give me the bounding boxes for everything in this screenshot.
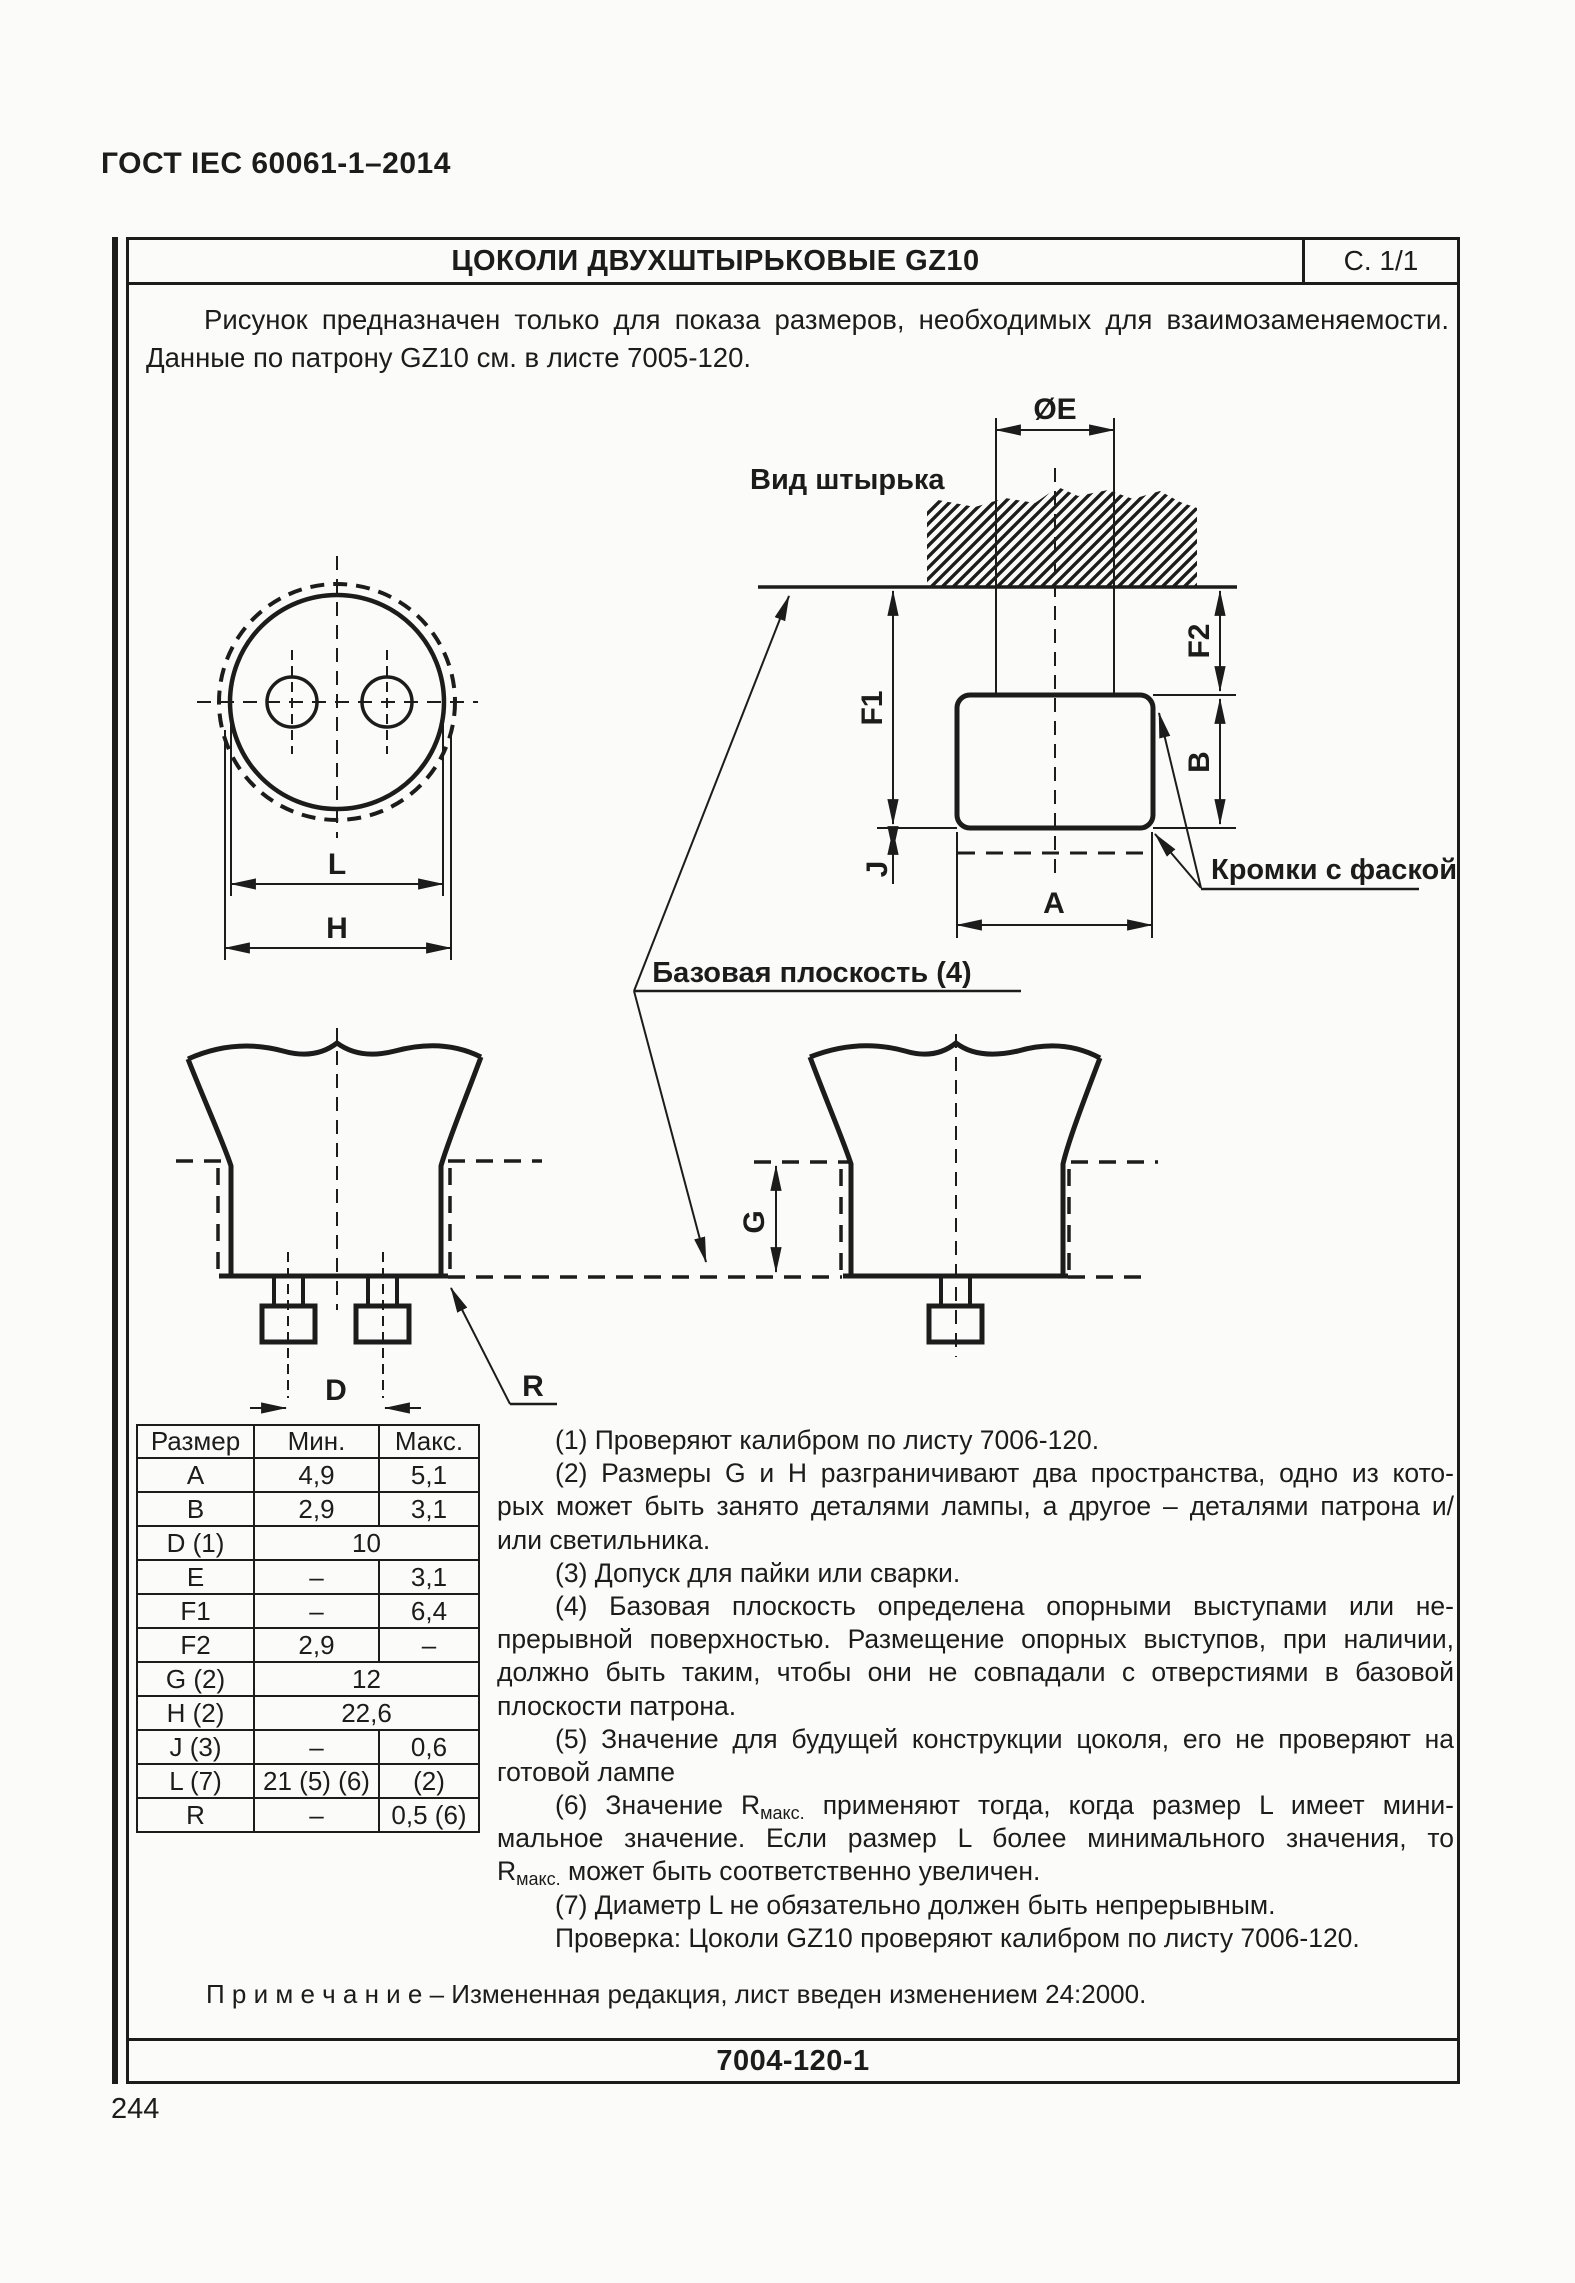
sheet-footer: 7004-120-1: [129, 2038, 1457, 2081]
note-line: мальное значение. Если размер L более ми…: [497, 1823, 1454, 1854]
table-row: F1–6,4: [136, 1593, 480, 1629]
note-line: плоскости патрона.: [497, 1690, 737, 1721]
note-line: или светильника.: [497, 1524, 711, 1555]
sheet-number: 7004-120-1: [716, 2044, 870, 2077]
subscript-maks: макс.: [516, 1869, 561, 1889]
table-row: H (2)22,6: [136, 1695, 480, 1731]
sheet-frame: ЦОКОЛИ ДВУХШТЫРЬКОВЫЕ GZ10 С. 1/1 7004-1…: [126, 237, 1460, 2084]
intro-paragraph: Рисунок предназначен только для показа р…: [146, 301, 1449, 377]
note-line: Rмакс. может быть соответственно увеличе…: [497, 1856, 1041, 1889]
sheet-title: ЦОКОЛИ ДВУХШТЫРЬКОВЫЕ GZ10: [451, 244, 980, 277]
sheet-page-ref: С. 1/1: [1302, 240, 1457, 282]
frame-left-bar: [112, 237, 118, 2084]
note-line: рых может быть занято деталями лампы, а …: [497, 1491, 1454, 1522]
table-row: J (3)–0,6: [136, 1729, 480, 1765]
col-header-min: Мин.: [253, 1424, 380, 1459]
note-line: готовой лампе: [497, 1756, 676, 1787]
note-line: (5) Значение для будущей конструкции цок…: [555, 1723, 1454, 1754]
table-row: E–3,1: [136, 1559, 480, 1595]
note-line: (3) Допуск для пайки или сварки.: [555, 1557, 961, 1588]
note-line: (2) Размеры G и H разграничивают два про…: [555, 1458, 1454, 1489]
title-bar: ЦОКОЛИ ДВУХШТЫРЬКОВЫЕ GZ10 С. 1/1: [129, 240, 1457, 285]
note-line: (4) Базовая плоскость определена опорным…: [555, 1590, 1454, 1621]
notes-block: (1) Проверяют калибром по листу 7006-120…: [497, 1424, 1454, 1955]
table-row: L (7)21 (5) (6)(2): [136, 1763, 480, 1799]
note-line: (7) Диаметр L не обязательно должен быть…: [555, 1889, 1276, 1920]
note-line: (1) Проверяют калибром по листу 7006-120…: [555, 1425, 1100, 1455]
intro-line: Данные по патрону GZ10 см. в листе 7005-…: [146, 342, 751, 373]
note-line: (6) Значение Rмакс. применяют тогда, ког…: [555, 1790, 1454, 1823]
col-header-max: Макс.: [378, 1424, 480, 1459]
table-row: G (2)12: [136, 1661, 480, 1697]
revision-note: П р и м е ч а н и е – Измененная редакци…: [206, 1979, 1147, 2009]
table-row: D (1)10: [136, 1525, 480, 1561]
note-line: прерывной поверхностью. Размещение опорн…: [497, 1624, 1454, 1655]
note-line: должно быть таким, чтобы они не совпадал…: [497, 1657, 1454, 1688]
intro-line: Рисунок предназначен только для показа р…: [204, 304, 1449, 335]
table-header-row: Размер Мин. Макс.: [136, 1424, 480, 1459]
standard-designation: ГОСТ IEC 60061-1–2014: [101, 147, 451, 180]
table-row: R–0,5 (6): [136, 1797, 480, 1833]
subscript-maks: макс.: [760, 1803, 805, 1823]
note-line: Проверка: Цоколи GZ10 проверяют калибром…: [555, 1922, 1360, 1953]
page-number: 244: [111, 2093, 160, 2125]
col-header-size: Размер: [136, 1424, 255, 1459]
